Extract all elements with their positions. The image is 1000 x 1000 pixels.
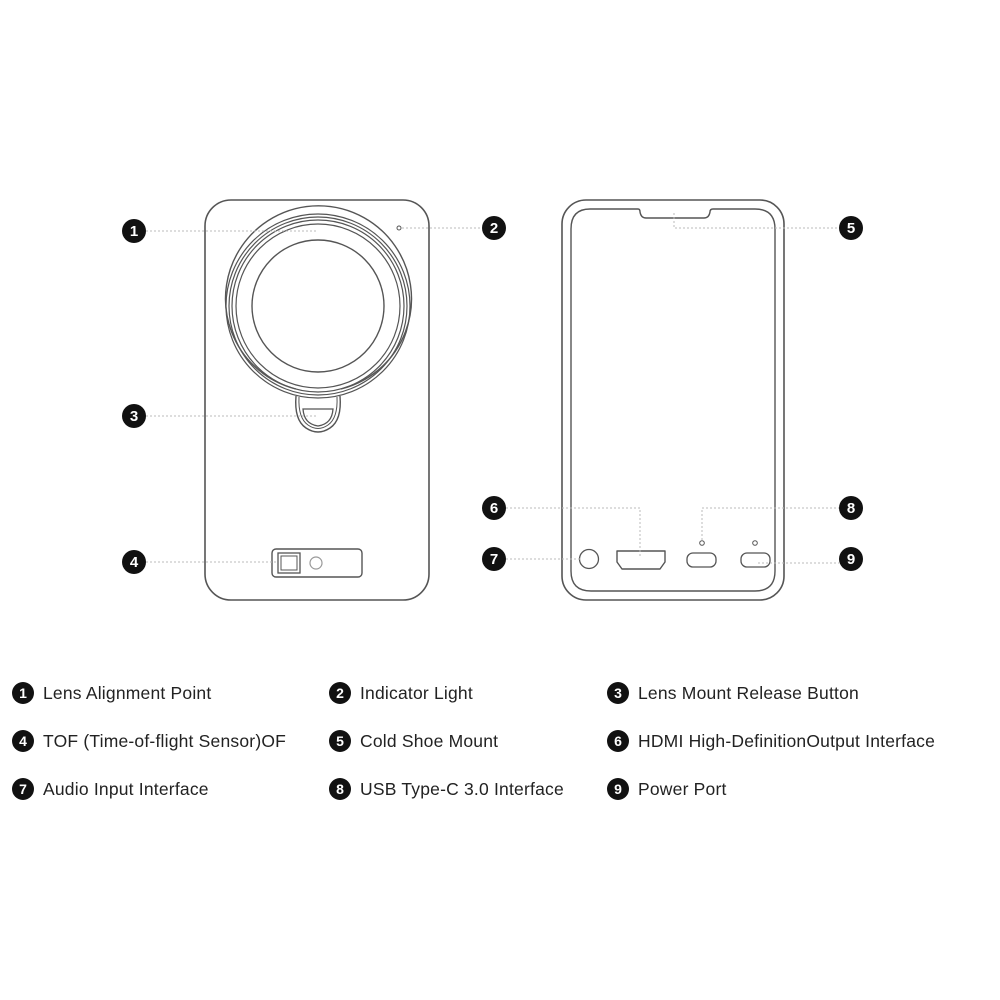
callout-5: 5	[839, 216, 863, 240]
release-button	[302, 408, 334, 427]
callout-4: 4	[122, 550, 146, 574]
callout-8: 8	[839, 496, 863, 520]
back-body-inner	[570, 208, 776, 592]
callout-2: 2	[482, 216, 506, 240]
callout-6: 6	[482, 496, 506, 520]
leader-lines	[146, 213, 839, 564]
back-body-outer	[561, 199, 785, 601]
indicator-light	[396, 225, 402, 231]
power-port	[740, 552, 771, 568]
usb-c-port	[686, 552, 717, 568]
tof-sensor	[271, 548, 363, 578]
callout-3: 3	[122, 404, 146, 428]
back-view	[561, 199, 785, 601]
front-body-outline	[204, 199, 430, 601]
callout-9: 9	[839, 547, 863, 571]
usb-c-indicator	[699, 540, 705, 546]
hdmi-port	[616, 550, 666, 570]
power-indicator	[752, 540, 758, 546]
audio-jack	[578, 548, 600, 570]
callout-7: 7	[482, 547, 506, 571]
lens-glass	[251, 239, 385, 373]
lens-mount	[224, 205, 413, 433]
callout-1: 1	[122, 219, 146, 243]
front-view	[204, 199, 430, 601]
